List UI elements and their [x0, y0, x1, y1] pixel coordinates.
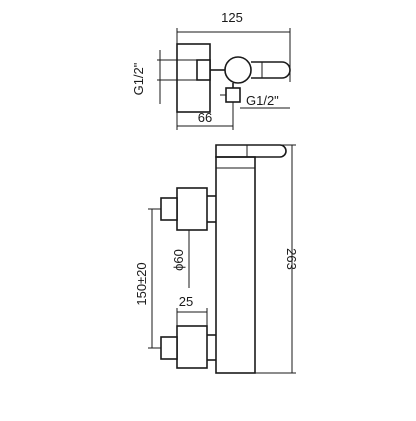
outlet-connection [225, 87, 241, 103]
mixer-body [215, 156, 256, 374]
front-view: 150±20 ϕ60 25 263 [134, 144, 299, 374]
dim-g12-vertical-label: G1/2" [131, 62, 146, 95]
inlet-stub [196, 59, 211, 81]
lever [251, 61, 291, 79]
top-view: 125 G1/2" G1/2" 66 [131, 10, 291, 130]
dim-263-label: 263 [284, 248, 299, 270]
dim-66-label: 66 [198, 110, 212, 125]
dim-150-label: 150±20 [134, 262, 149, 305]
dim-phi60-label: ϕ60 [171, 249, 186, 271]
dim-25-label: 25 [179, 294, 193, 309]
top-lever [215, 144, 287, 158]
handle-disc [224, 56, 252, 84]
lower-connection-plate [176, 325, 208, 369]
upper-connection-nut [160, 197, 178, 221]
lower-connection-nut [160, 336, 178, 360]
dim-g12-horizontal-label: G1/2" [246, 93, 279, 108]
dim-125-label: 125 [221, 10, 243, 25]
upper-connection-plate [176, 187, 208, 231]
